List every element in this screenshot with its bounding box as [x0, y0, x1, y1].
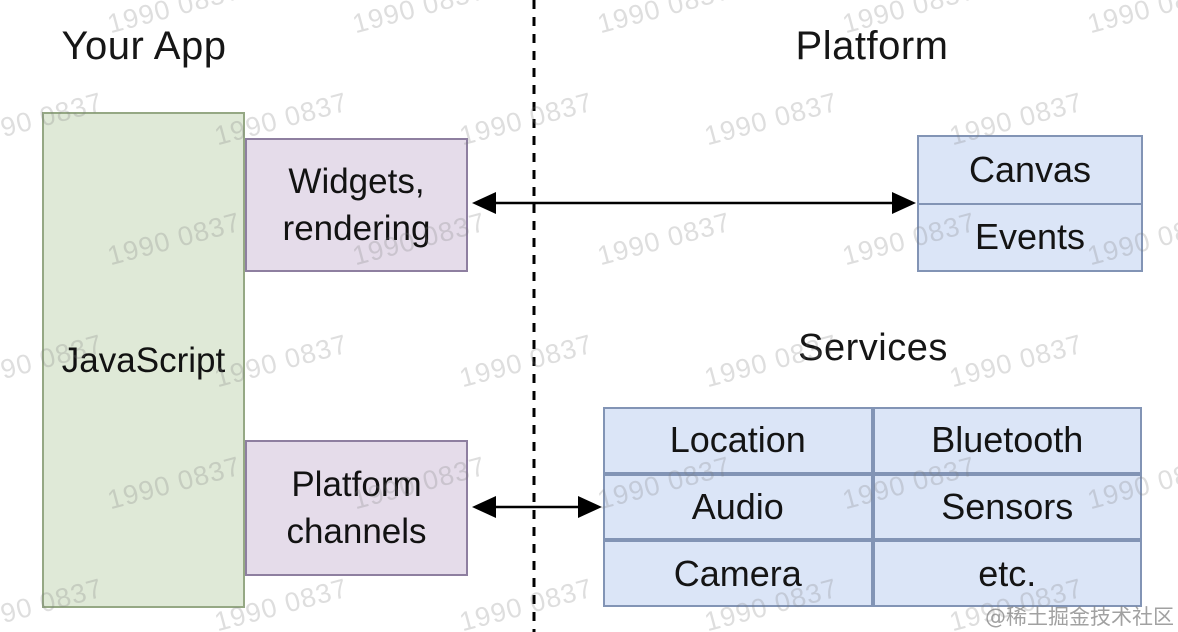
- services-cell-etc: etc.: [872, 540, 1142, 607]
- repeat-watermark: 1990 0837: [456, 86, 597, 152]
- rendering-line: rendering: [282, 209, 431, 248]
- events-cell: Events: [919, 202, 1141, 271]
- canvas-events-block: Canvas Events: [917, 135, 1143, 272]
- platform-title: Platform: [795, 24, 949, 68]
- juejin-brand-watermark: @稀土掘金技术社区: [985, 605, 1174, 629]
- repeat-watermark: 1990 0837: [1084, 0, 1178, 40]
- services-cell-bluetooth: Bluetooth: [872, 407, 1142, 474]
- javascript-block: JavaScript: [42, 112, 245, 608]
- canvas-cell: Canvas: [968, 148, 1092, 190]
- repeat-watermark: 1990 0837: [349, 0, 490, 40]
- services-title: Services: [798, 327, 948, 369]
- platform-channels-block: Platform channels: [245, 440, 468, 576]
- services-cell-location: Location: [603, 407, 873, 474]
- javascript-label: JavaScript: [61, 340, 226, 380]
- services-cell-camera: Camera: [603, 540, 873, 607]
- repeat-watermark: 1990 0837: [701, 86, 842, 152]
- channels-arrow: [472, 496, 602, 518]
- widgets-line: Widgets,: [288, 162, 425, 201]
- repeat-watermark: 1990 0837: [594, 206, 735, 272]
- platform-channels-label: Platform channels: [286, 461, 426, 555]
- render-arrow: [472, 192, 916, 214]
- services-table: Location Bluetooth Audio Sensors Camera …: [603, 407, 1142, 607]
- widgets-rendering-block: Widgets, rendering: [245, 138, 468, 272]
- repeat-watermark: 1990 0837: [946, 328, 1087, 394]
- platform-line: Platform: [291, 465, 422, 504]
- repeat-watermark: 1990 0837: [594, 0, 735, 40]
- your-app-title: Your App: [61, 24, 227, 68]
- services-cell-audio: Audio: [603, 473, 873, 541]
- channels-line: channels: [286, 512, 427, 551]
- widgets-rendering-label: Widgets, rendering: [283, 158, 431, 252]
- repeat-watermark: 1990 0837: [456, 328, 597, 394]
- repeat-watermark: 1990 0837: [456, 572, 597, 632]
- services-cell-sensors: Sensors: [872, 473, 1142, 541]
